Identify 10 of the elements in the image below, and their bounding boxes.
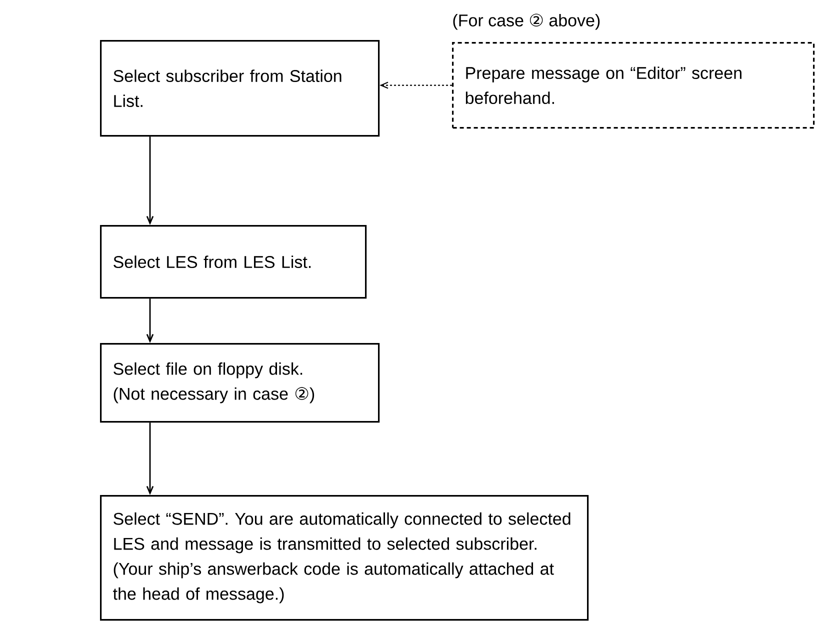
process-box: Select LES from LES List.: [100, 225, 367, 299]
process-box: Select file on floppy disk. (Not necessary in case ②): [100, 343, 380, 423]
process-box: Select subscriber from Station List.: [100, 40, 380, 137]
arrow: [146, 298, 154, 343]
arrow: [146, 136, 154, 225]
process-box: Select “SEND”. You are automatically connected to selected LES and message is transmitted to selected subscriber. (Your ship’s answerback code is automatically attached at the head of message.): [100, 495, 589, 621]
arrow: [146, 422, 154, 495]
arrow: [380, 82, 452, 89]
note-heading: (For case ② above): [453, 14, 600, 30]
note-box: Prepare message on “Editor” screen beforehand.: [452, 42, 815, 129]
